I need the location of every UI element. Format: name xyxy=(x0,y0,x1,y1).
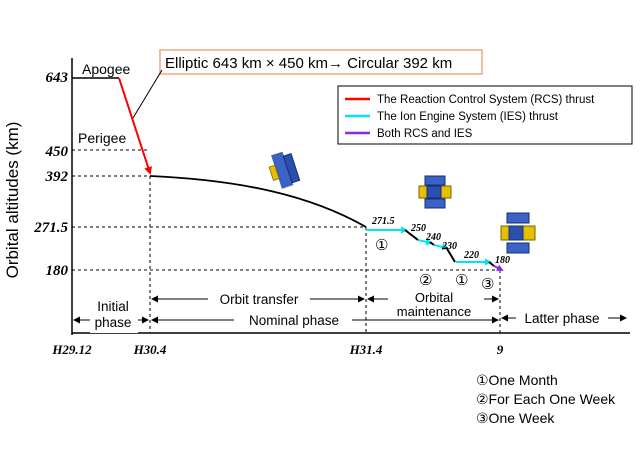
ies-step xyxy=(417,238,433,246)
step-marker: ② xyxy=(419,272,432,289)
footnote: ①One Month xyxy=(476,372,558,388)
orbit-step xyxy=(404,229,419,241)
x-tick-label: H29.12 xyxy=(51,342,92,357)
legend-box xyxy=(337,85,633,145)
footnote: ③One Week xyxy=(476,410,555,426)
phase-label-orbital-maintenance: maintenance xyxy=(397,304,471,319)
satellite-icon xyxy=(268,151,301,189)
x-tick-label: H31.4 xyxy=(349,342,383,357)
y-tick-label: 180 xyxy=(46,263,69,279)
phase-label-initial: phase xyxy=(95,315,132,330)
y-tick-label: 643 xyxy=(46,70,69,86)
step-label: 230 xyxy=(441,241,457,252)
step-marker: ① xyxy=(375,237,388,254)
satellite-icon xyxy=(500,212,536,254)
y-tick-label: 271.5 xyxy=(33,220,68,236)
legend-label-rcs: The Reaction Control System (RCS) thrust xyxy=(377,94,595,106)
gridlines xyxy=(72,149,501,333)
step-marker: ① xyxy=(455,272,468,289)
rcs-descent-arrow xyxy=(118,77,152,175)
y-tick-label: 392 xyxy=(45,169,69,185)
phase-label-orbital-maintenance: Orbital xyxy=(415,290,453,305)
orbit-step xyxy=(445,246,456,263)
y-axis-label: Orbital altitudes (km) xyxy=(3,122,22,279)
orbit-transfer-curve xyxy=(149,175,367,228)
footnote: ②For Each One Week xyxy=(476,391,616,407)
step-label: 250 xyxy=(410,223,426,234)
phase-label-nominal: Nominal phase xyxy=(249,313,339,328)
callout-box xyxy=(159,49,483,75)
ies-step xyxy=(433,243,449,251)
x-tick-label: 9 xyxy=(497,342,504,357)
callout-text: Elliptic 643 km × 450 km→ Circular 392 k… xyxy=(165,55,452,72)
y-tick-label: 450 xyxy=(45,144,69,160)
legend-label-ies: The Ion Engine System (IES) thrust xyxy=(377,111,559,123)
orbit-step xyxy=(429,241,435,246)
both-step xyxy=(493,264,504,271)
satellite-icon xyxy=(418,175,452,209)
step-label: 220 xyxy=(463,250,479,261)
callout-leader xyxy=(132,69,163,119)
perigee-label: Perigee xyxy=(78,130,126,146)
phase-label-orbit-transfer: Orbit transfer xyxy=(220,292,299,307)
apogee-label: Apogee xyxy=(82,61,130,77)
x-tick-label: H30.4 xyxy=(133,342,167,357)
phase-label-initial: Initial xyxy=(97,299,129,314)
step-marker: ③ xyxy=(481,276,494,293)
maintenance-steps xyxy=(366,226,504,271)
step-label: 180 xyxy=(495,255,510,266)
legend-label-both: Both RCS and IES xyxy=(377,128,473,140)
step-label: 240 xyxy=(425,232,441,243)
phase-label-latter: Latter phase xyxy=(524,311,599,326)
orbit-step xyxy=(488,261,495,267)
step-label: 271.5 xyxy=(371,216,395,227)
